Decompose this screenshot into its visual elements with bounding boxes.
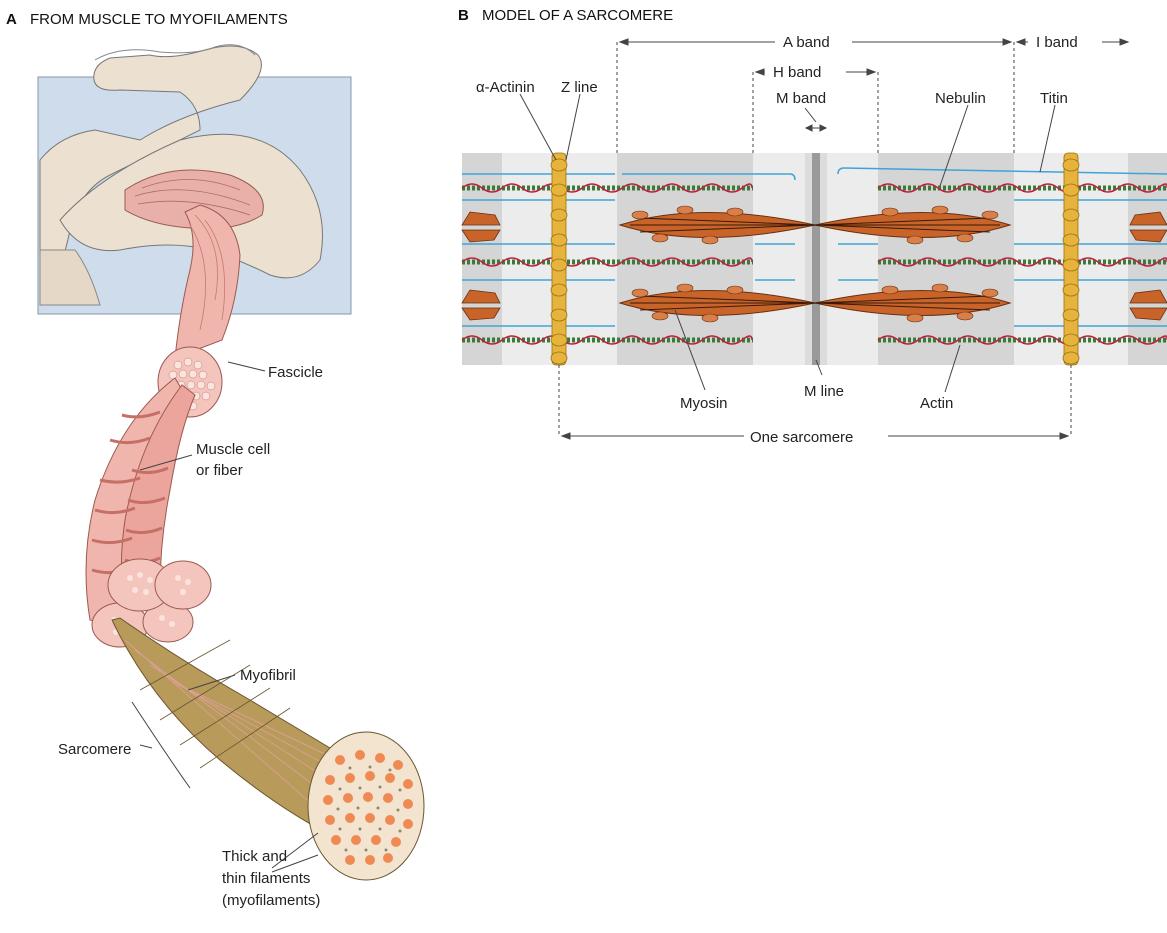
panel-a-title: FROM MUSCLE TO MYOFILAMENTS (30, 11, 288, 28)
panel-b-title: MODEL OF A SARCOMERE (482, 7, 673, 24)
label-muscle-cell-line1: Muscle cell (196, 441, 270, 458)
label-titin: Titin (1040, 90, 1068, 107)
label-m-band: M band (776, 90, 826, 107)
label-filaments-line2: thin filaments (222, 870, 310, 887)
panel-a: A FROM MUSCLE TO MYOFILAMENTS (6, 11, 424, 909)
label-fascicle: Fascicle (268, 364, 323, 381)
muscle-fibers (86, 378, 211, 647)
label-nebulin: Nebulin (935, 90, 986, 107)
label-filaments-line1: Thick and (222, 848, 287, 865)
label-m-line: M line (804, 383, 844, 400)
label-actin: Actin (920, 395, 953, 412)
z-line-left (551, 153, 567, 365)
label-alpha-actinin: α-Actinin (476, 79, 535, 96)
sarcomere-bands (462, 153, 1167, 365)
label-myosin: Myosin (680, 395, 728, 412)
panel-a-letter: A (6, 11, 17, 28)
label-filaments-line3: (myofilaments) (222, 892, 320, 909)
panel-b-letter: B (458, 7, 469, 24)
label-muscle-cell-line2: or fiber (196, 462, 243, 479)
z-line-right (1063, 153, 1079, 365)
label-one-sarcomere: One sarcomere (750, 429, 853, 446)
label-i-band: I band (1036, 34, 1078, 51)
myofibril-cone (112, 618, 424, 880)
label-a-band: A band (783, 34, 830, 51)
label-sarcomere: Sarcomere (58, 741, 131, 758)
label-z-line: Z line (561, 79, 598, 96)
label-h-band: H band (773, 64, 821, 81)
m-line-bar (812, 153, 820, 365)
label-myofibril: Myofibril (240, 667, 296, 684)
panel-b: B MODEL OF A SARCOMERE (458, 7, 1167, 446)
